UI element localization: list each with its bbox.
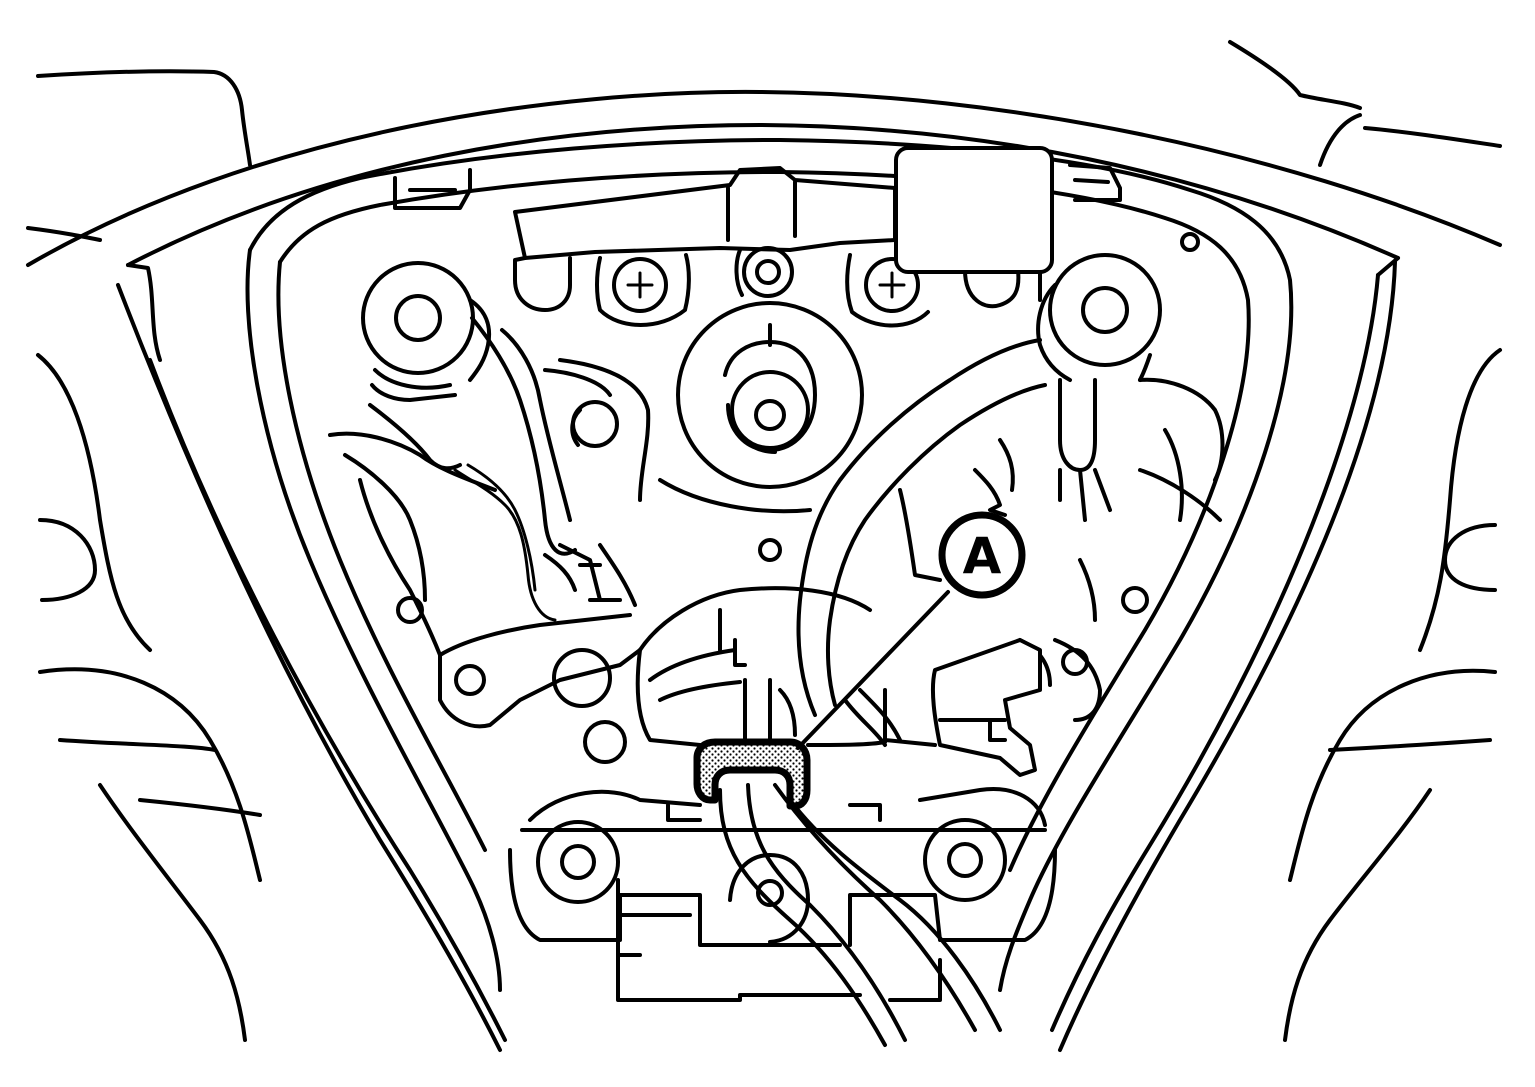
- callout-label-a: A: [963, 527, 1002, 585]
- callout-circle-icon: A: [938, 511, 1026, 599]
- airbag-harness-connector: [693, 738, 811, 810]
- screw-head-icon: [878, 271, 906, 299]
- left-horn-mount: [361, 261, 491, 390]
- upper-module-block: [894, 146, 1054, 274]
- lower-bracket: [508, 787, 1057, 1002]
- upper-bolt: [734, 246, 794, 298]
- right-connector-block: [883, 638, 1042, 777]
- steering-wheel-rim: [26, 40, 1502, 1052]
- screw-head-icon: [626, 271, 654, 299]
- callout-leader-line: [796, 590, 950, 750]
- left-wire-harness: [328, 316, 642, 764]
- hub-housing: [245, 138, 1294, 992]
- main-harness-cable: [718, 783, 1002, 1047]
- clock-spring-area: [635, 586, 902, 747]
- right-horn-mount: [1036, 253, 1162, 382]
- steering-column-center-nut: [658, 301, 864, 514]
- right-wire-harness: [796, 338, 1225, 722]
